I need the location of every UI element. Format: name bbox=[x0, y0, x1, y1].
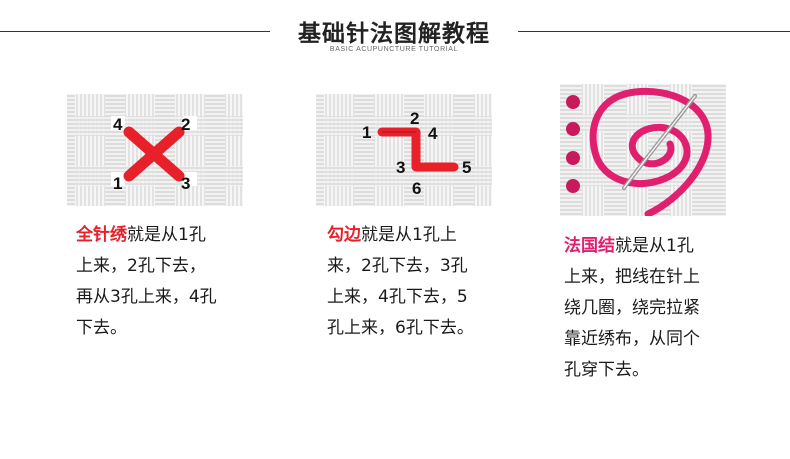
french-knot-diagram bbox=[560, 84, 726, 216]
french-knot-svg bbox=[560, 84, 726, 216]
thread-path bbox=[589, 87, 712, 216]
hole-label: 5 bbox=[462, 158, 471, 177]
back-stitch-caption: 勾边就是从1孔上 来，2孔下去，3孔 上来，4孔下去，5 孔上来，6孔下去。 bbox=[327, 225, 474, 338]
knot-dot bbox=[566, 179, 580, 193]
header-rule-right bbox=[518, 31, 790, 32]
page-subtitle: BASIC ACUPUNCTURE TUTORIAL bbox=[329, 46, 459, 53]
stitch-name: 勾边 bbox=[327, 225, 361, 245]
knot-dot bbox=[566, 151, 580, 165]
cross-stitch-diagram: 4 2 1 3 bbox=[67, 94, 243, 206]
hole-label: 1 bbox=[113, 174, 122, 193]
cross-stitch-caption: 全针绣就是从1孔 上来，2孔下去， 再从3孔上来，4孔 下去。 bbox=[76, 225, 217, 338]
hole-label: 3 bbox=[181, 174, 190, 193]
stitch-name: 法国结 bbox=[564, 236, 615, 256]
stitch-line bbox=[123, 126, 185, 182]
french-knot-caption: 法国结就是从1孔 上来，把线在针上 绕几圈，绕完拉紧 靠近绣布，从同个 孔穿下去… bbox=[564, 236, 700, 380]
page-title: 基础针法图解教程 bbox=[298, 21, 490, 47]
stitch-name: 全针绣 bbox=[76, 225, 127, 245]
hole-label: 2 bbox=[181, 115, 190, 134]
back-stitch-diagram: 1 2 4 3 5 6 bbox=[316, 94, 492, 206]
hole-label: 3 bbox=[396, 158, 405, 177]
knot-dot bbox=[566, 95, 580, 109]
hole-label: 6 bbox=[412, 179, 421, 198]
hole-label: 4 bbox=[113, 115, 123, 134]
back-stitch-svg: 1 2 4 3 5 6 bbox=[316, 94, 492, 206]
header-rule-left bbox=[0, 31, 270, 32]
hole-label: 2 bbox=[410, 109, 419, 128]
knot-dot bbox=[566, 122, 580, 136]
hole-label: 4 bbox=[428, 124, 438, 143]
cross-stitch-svg: 4 2 1 3 bbox=[67, 94, 243, 206]
hole-label: 1 bbox=[362, 123, 371, 142]
